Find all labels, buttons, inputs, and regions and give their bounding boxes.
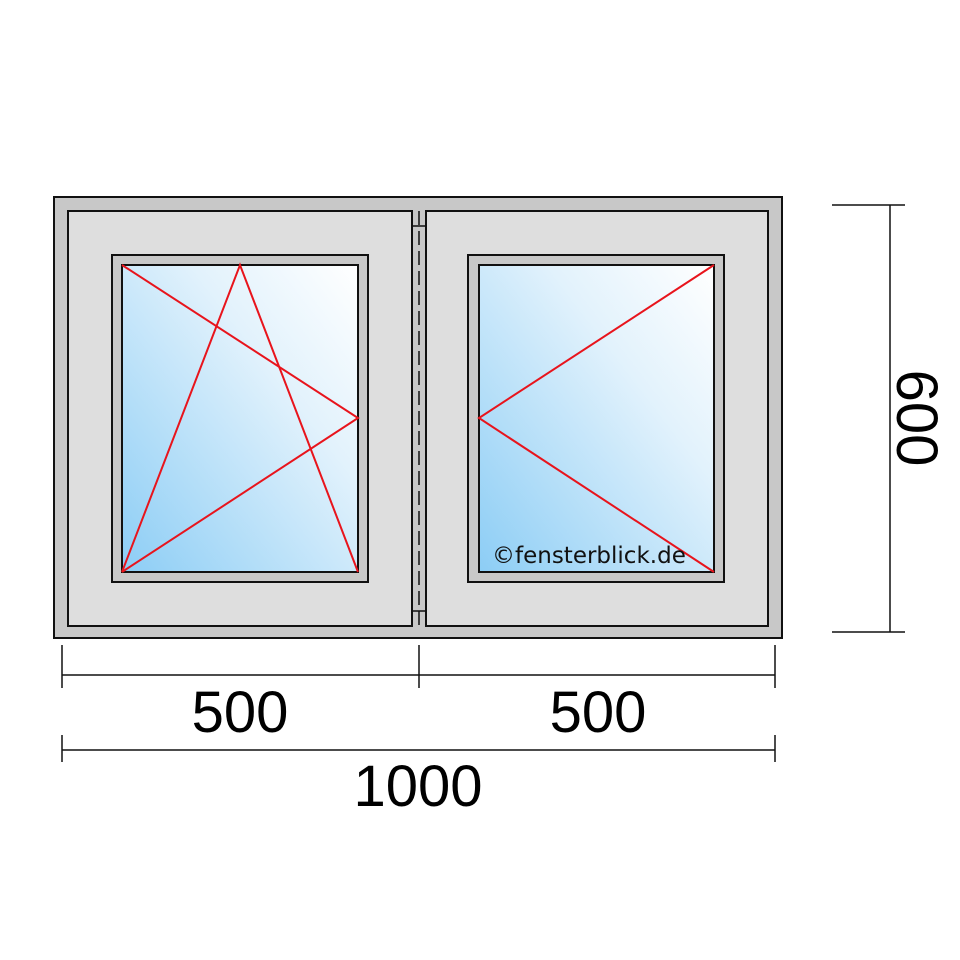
height-dimension-lines [832, 204, 905, 633]
right-width-label: 500 [550, 680, 647, 745]
turn-opening-lines [121, 264, 360, 573]
mullion [412, 211, 426, 626]
watermark: ©fensterblick.de [492, 543, 686, 569]
left-glass [121, 264, 359, 573]
right-glass [478, 264, 715, 573]
width-dimension-lines [61, 645, 776, 762]
right-sash: ©fensterblick.de [425, 210, 769, 627]
turn-opening-lines [477, 264, 715, 573]
left-width-label: 500 [192, 680, 289, 745]
left-sash [67, 210, 413, 627]
total-width-label: 1000 [353, 754, 482, 819]
tilt-opening-lines [121, 262, 359, 573]
height-label: 600 [884, 370, 949, 467]
